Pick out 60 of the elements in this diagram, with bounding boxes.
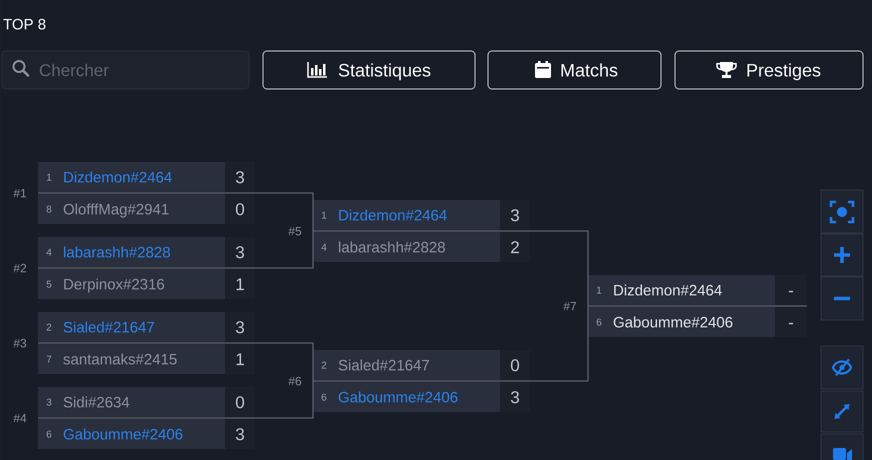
score: 3 (236, 428, 244, 440)
player-name: Sidi#2634 (64, 396, 130, 408)
seed-number: 4 (46, 248, 52, 256)
bracket-line (255, 192, 314, 231)
match-number: #6 (288, 376, 302, 386)
bracket-line (530, 230, 589, 306)
score: 0 (236, 203, 244, 216)
match-number: #2 (13, 264, 26, 272)
seed-number: 3 (46, 398, 52, 406)
score: 2 (511, 241, 519, 254)
score: 3 (236, 171, 244, 184)
seed-number: 4 (321, 244, 326, 251)
match-number: #3 (13, 338, 26, 348)
page-title: TOP 8 (3, 18, 46, 30)
score: 3 (510, 391, 519, 404)
player-name: Dizdemon#2464 (614, 284, 722, 296)
player-name: labarashh#2828 (64, 246, 170, 258)
player-name: santamaks#2415 (63, 353, 177, 364)
seed-number: 1 (46, 174, 52, 181)
match-number: #4 (13, 414, 26, 422)
search-field: Chercher (2, 50, 250, 90)
player-name: Gaboumme#2406 (338, 391, 458, 402)
match-number: #7 (563, 302, 576, 310)
player-name: Dizdemon#2464 (64, 172, 172, 182)
player-name: Sialed#21647 (64, 321, 154, 332)
seed-number: 7 (46, 356, 52, 363)
score: 1 (236, 353, 244, 366)
score: 3 (236, 321, 244, 334)
match-number: #5 (288, 227, 302, 236)
player-name: Dizdemon#2464 (339, 210, 447, 220)
seed-number: 2 (322, 362, 326, 369)
seed-number: 1 (322, 212, 326, 219)
score: 0 (510, 359, 520, 372)
bracket-line (255, 231, 314, 269)
seed-number: 1 (596, 286, 602, 294)
player-name: Sialed#21647 (338, 359, 429, 370)
seed-number: 6 (322, 394, 326, 401)
score: 0 (236, 396, 244, 408)
seed-number: 2 (46, 324, 52, 331)
player-name: labarashh#2828 (339, 241, 445, 252)
nav-button: Statistiques (262, 50, 476, 90)
nav-button: Matchs (488, 50, 662, 90)
seed-number: 6 (596, 318, 602, 326)
seed-number: 6 (46, 430, 52, 438)
score: 3 (236, 246, 244, 258)
score: - (788, 322, 794, 324)
score: - (788, 290, 794, 292)
player-name: Gaboumme#2406 (64, 428, 182, 440)
player-name: Derpinox#2316 (64, 278, 164, 292)
seed-number: 5 (46, 280, 52, 288)
match-number: #1 (13, 189, 26, 198)
score: 3 (510, 209, 519, 222)
bracket-line (530, 306, 589, 382)
score: 1 (236, 278, 244, 290)
bracket-line (255, 381, 314, 419)
player-name: OlofffMag#2941 (64, 203, 168, 218)
seed-number: 8 (46, 206, 52, 213)
nav-button: Prestiges (674, 50, 864, 90)
bracket-line (255, 342, 314, 381)
player-name: Gaboumme#2406 (614, 316, 732, 328)
